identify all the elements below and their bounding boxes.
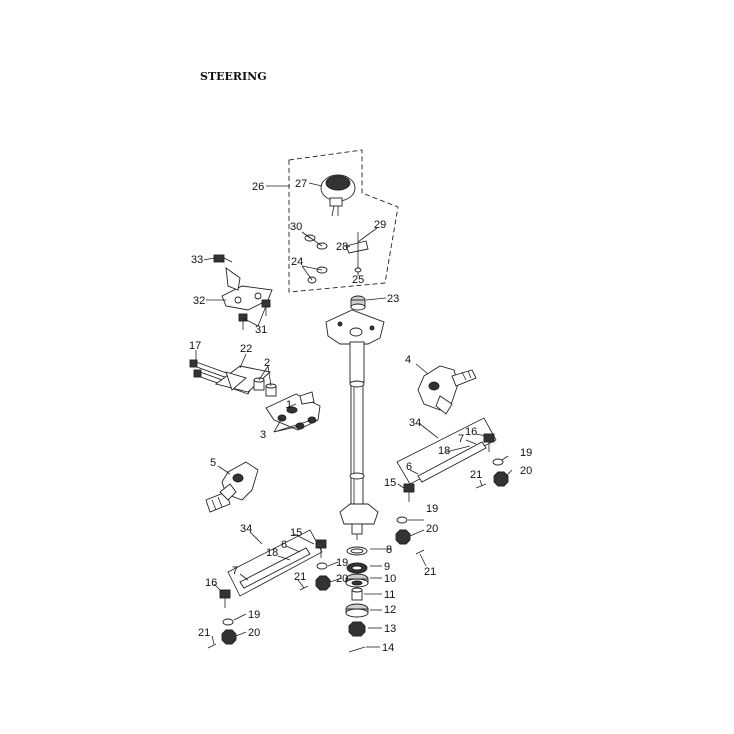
callout-15-left: 15	[290, 527, 302, 539]
callout-18-left: 18	[266, 547, 278, 559]
cotter-pin-14	[348, 646, 366, 653]
collar-11	[351, 587, 363, 601]
tie-rod-right	[403, 433, 495, 502]
bearing-12	[345, 603, 369, 618]
callout-29: 29	[374, 219, 386, 231]
steering-column	[325, 309, 385, 540]
callout-21-left-upper: 21	[294, 571, 306, 583]
callout-23: 23	[387, 293, 399, 305]
callout-33: 33	[191, 254, 203, 266]
callout-8: 8	[386, 544, 392, 556]
callout-21-far-right: 21	[470, 469, 482, 481]
callout-3: 3	[260, 429, 266, 441]
callout-7-right: 7	[458, 433, 464, 445]
circlip-8	[346, 546, 368, 556]
tie-rod-box-left	[227, 529, 323, 597]
callout-11: 11	[384, 589, 395, 601]
callout-12: 12	[384, 604, 396, 616]
seal-9	[346, 562, 368, 574]
callout-24: 24	[291, 256, 303, 268]
callout-34-right: 34	[409, 417, 421, 429]
callout-21-right: 21	[424, 566, 436, 578]
callout-16-left: 16	[205, 577, 217, 589]
callout-19-far-right: 19	[520, 447, 532, 459]
tie-rod-left	[219, 539, 327, 608]
bolt-33	[213, 254, 233, 263]
callout-30: 30	[290, 221, 302, 233]
tie-rod-box-right	[396, 417, 497, 485]
callout-20-far-right: 20	[520, 465, 532, 477]
callout-4: 4	[405, 354, 411, 366]
column-cap	[350, 295, 366, 311]
page-title: STEERING	[200, 70, 267, 83]
callout-7-left: 7	[232, 565, 238, 577]
callout-27: 27	[295, 178, 307, 190]
callout-20-right: 20	[426, 523, 438, 535]
callout-31: 31	[255, 324, 267, 336]
callout-6-right: 6	[406, 461, 412, 473]
meter-bracket	[345, 232, 369, 273]
callout-34-left: 34	[240, 523, 252, 535]
left-hardware	[207, 562, 331, 649]
callout-15-right: 15	[384, 477, 396, 489]
callout-20-left: 20	[248, 627, 260, 639]
callout-2: 2	[264, 357, 270, 369]
callout-16-right: 16	[465, 426, 477, 438]
callout-9: 9	[384, 561, 390, 573]
callout-18-right: 18	[438, 445, 450, 457]
callout-26: 26	[252, 181, 264, 193]
knuckle-left	[205, 461, 259, 513]
callout-20-left-upper: 20	[336, 573, 348, 585]
callout-numbers: 26 27 30 29 28 24 25 33 32 31 23 17 22 2…	[189, 178, 532, 654]
nut-13	[348, 621, 366, 637]
callout-19-right: 19	[426, 503, 438, 515]
callout-28: 28	[336, 241, 348, 253]
bushing-2	[253, 377, 277, 397]
meter-group-outline	[288, 149, 399, 293]
leader-lines	[195, 182, 513, 648]
callout-19-left-upper: 19	[336, 557, 348, 569]
speedometer	[320, 174, 356, 217]
callout-19-left: 19	[248, 609, 260, 621]
screw-31	[238, 299, 271, 330]
bearing-10	[345, 573, 369, 588]
callout-6-left: 6	[281, 539, 287, 551]
callout-10: 10	[384, 573, 396, 585]
right-hardware	[395, 458, 509, 555]
pitman-arm	[265, 391, 321, 431]
callout-13: 13	[384, 623, 396, 635]
knuckle-right	[417, 365, 477, 415]
callout-21-left: 21	[198, 627, 210, 639]
callout-22: 22	[240, 343, 252, 355]
callout-5: 5	[210, 457, 216, 469]
callout-1: 1	[286, 399, 292, 411]
callout-32: 32	[193, 295, 205, 307]
callout-25: 25	[352, 274, 364, 286]
callout-17: 17	[189, 340, 201, 352]
plate-22	[214, 365, 271, 393]
callout-14: 14	[382, 642, 394, 654]
